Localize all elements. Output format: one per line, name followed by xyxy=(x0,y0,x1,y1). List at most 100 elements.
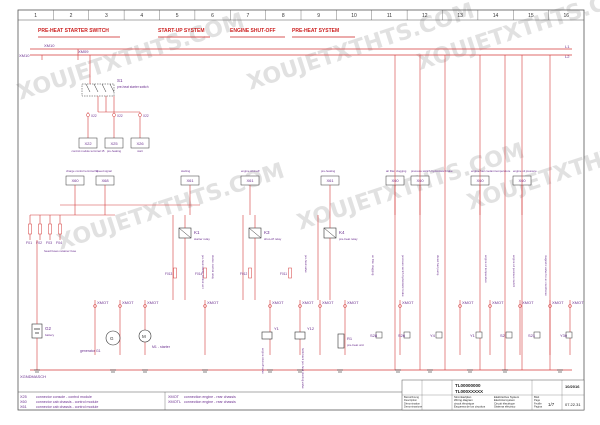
vertical-note-0: pre-heat starter control unit xyxy=(201,255,205,289)
title-system2-0: Elektrisches System xyxy=(494,395,520,399)
small-fuse-label-0: F013 xyxy=(165,272,172,276)
upper-terminal-tag-0: X22 xyxy=(91,114,97,118)
legend-code-1: X60 xyxy=(20,400,27,404)
mid-connector-id-0: X60 xyxy=(71,178,79,183)
switch-s1-contact-2 xyxy=(101,83,107,93)
upper-connector-desc-2: start xyxy=(137,149,143,153)
title-fields: BezeichnungDescriptionDénominationDenomi… xyxy=(404,383,581,409)
valve-y1-id: Y1 xyxy=(274,326,280,331)
small-fuse-label-2: F012 xyxy=(240,272,247,276)
section-heading-0: PRE-HEAT STARTER SWITCH xyxy=(38,28,109,34)
fuse-F02 xyxy=(38,223,42,235)
generator-g1-glyph: G xyxy=(110,336,114,341)
column-number-5: 5 xyxy=(176,13,179,19)
xmot-label-5: XMOT xyxy=(302,300,314,305)
sensor-tag-5: S21 xyxy=(528,333,536,338)
sensor-symbol-5 xyxy=(533,331,541,339)
title-sheet-word-2: Feuille xyxy=(534,401,542,405)
sensor-tag-4: S2 xyxy=(500,333,506,338)
title-system-0: Stromlaufplan xyxy=(454,395,472,399)
column-number-13: 13 xyxy=(457,13,463,19)
sensor-symbol-4 xyxy=(505,331,513,339)
relay-K3-id: K3 xyxy=(264,230,270,235)
fuse-label-F01: F01 xyxy=(26,241,32,245)
column-number-12: 12 xyxy=(422,13,428,19)
sensor-tag-3: Y1 xyxy=(470,333,476,338)
legend-code-3: XMOT xyxy=(168,395,180,399)
title-doc-no-1: TL00000000 xyxy=(455,383,481,388)
battery-g2-desc: battery xyxy=(45,333,55,337)
mid-connector-id-2: X61 xyxy=(186,178,194,183)
valve-y12-desc: hold-back pre-heat starting valve xyxy=(301,348,305,389)
mid-connector-id-4: X61 xyxy=(326,178,334,183)
title-label-0: Bezeichnung xyxy=(404,395,420,399)
starter-m1-body xyxy=(138,329,152,343)
legend-desc-4: connection engine - rear chassis xyxy=(184,400,236,404)
small-fuse-label-3: F011 xyxy=(280,272,287,276)
small-fuse-2 xyxy=(248,267,252,279)
title-system-3: Esquema de los circuitos xyxy=(454,405,486,409)
generator-g1-label: generator G1 xyxy=(80,349,101,353)
mid-connector-id-8: X60 xyxy=(518,178,526,183)
vertical-note-1: starter control relay xyxy=(211,255,215,280)
xmot-label-11: XMOT xyxy=(522,300,534,305)
upper-connector-box-2 xyxy=(130,137,150,149)
switch-s1-contact-1 xyxy=(93,83,99,93)
upper-connector-id-2: X26 xyxy=(136,141,144,146)
title-system2-2: Circuit électrique xyxy=(494,401,515,405)
title-sheet-word-0: Blatt xyxy=(534,395,539,399)
fuse-note: head fuses retainer fuse xyxy=(44,249,77,253)
title-label-2: Dénomination xyxy=(404,401,421,405)
bus-xm10-label: XM10 xyxy=(44,43,55,48)
xmot-label-9: XMOT xyxy=(462,300,474,305)
legend-code-2: X61 xyxy=(20,405,27,409)
upper-connector-box-1 xyxy=(104,137,124,149)
mid-connector-desc-7: engine fuel coolant temperature xyxy=(471,169,511,173)
title-version: 07.22.31 xyxy=(565,402,581,407)
title-system-2: circuit électrique xyxy=(454,401,475,405)
title-label-3: Denominazione xyxy=(404,405,423,409)
fuse-label-F02: F02 xyxy=(36,241,42,245)
mid-connector-id-6: X60 xyxy=(416,178,424,183)
upper-terminal-1 xyxy=(112,113,116,117)
xmot-label-2: XMOT xyxy=(147,300,159,305)
relay-K4-desc: pre-heat relay xyxy=(339,237,358,241)
generator-g1-body xyxy=(105,330,121,346)
valve-y1-desc: engine shut-off valve xyxy=(261,348,265,374)
preheat-r1-desc: pre-heat unit xyxy=(347,343,364,347)
legend-desc-3: connection engine - rear chassis xyxy=(184,395,236,399)
switch-s1-contact-3 xyxy=(109,83,115,93)
battery-g2-body xyxy=(31,323,43,339)
column-number-8: 8 xyxy=(282,13,285,19)
upper-connector-id-0: X22 xyxy=(84,141,92,146)
column-number-4: 4 xyxy=(140,13,143,19)
title-sheet-word-3: Pagina xyxy=(534,405,543,409)
xmot-label-0: XMOT xyxy=(97,300,109,305)
mid-connector-desc-5: air filter clogging xyxy=(386,169,407,173)
title-system-1: Wiring diagram xyxy=(454,398,473,402)
legend-desc-1: connector cab chassis - control module xyxy=(36,400,98,404)
column-number-6: 6 xyxy=(211,13,214,19)
xmot-label-12: XMOT xyxy=(552,300,564,305)
switch-s1-contact-0 xyxy=(85,83,91,93)
mid-connector-desc-3: engine shut-off xyxy=(241,169,260,173)
upper-connector-desc-0: control module terminal 15 xyxy=(72,149,105,153)
legend-desc-0: connector console - control module xyxy=(36,395,92,399)
fuse-F01 xyxy=(28,223,32,235)
mid-connector-id-1: X68 xyxy=(101,178,109,183)
relay-K1-diag xyxy=(178,227,192,239)
starter-m1-label: M1 - starter xyxy=(152,345,171,349)
valve-y1-body xyxy=(261,331,273,340)
sensor-symbol-2 xyxy=(435,331,443,339)
valve-y12-id: Y12 xyxy=(307,326,315,331)
upper-terminal-2 xyxy=(138,113,142,117)
xmot-label-8: XMOT xyxy=(402,300,414,305)
vertical-note-2: pre-heat valve xyxy=(304,255,308,273)
legend-code-4: XMOTL xyxy=(168,400,181,404)
upper-terminal-tag-1: X22 xyxy=(117,114,123,118)
relay-K3-diag xyxy=(248,227,262,239)
